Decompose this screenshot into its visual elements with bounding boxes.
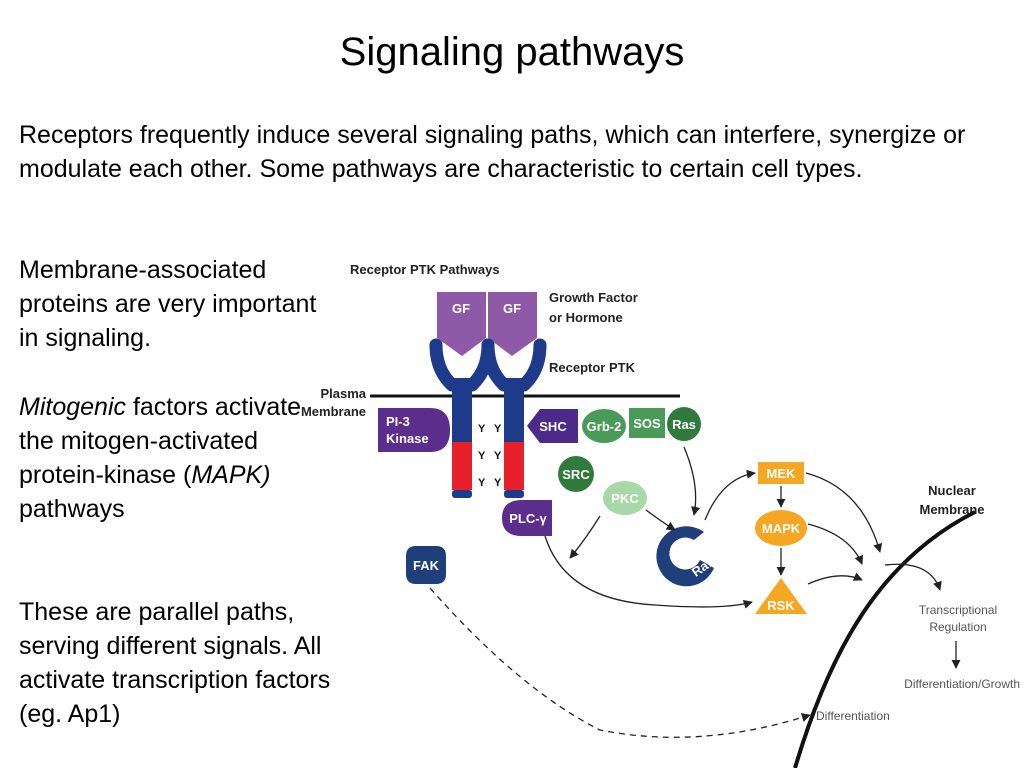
transcriptional-label: Transcriptional [919,603,997,617]
shc-icon: SHC [527,409,578,443]
svg-text:SHC: SHC [539,419,567,434]
intro-paragraph: Receptors frequently induce several sign… [19,121,966,183]
hormone-label: or Hormone [549,310,623,325]
plc-gamma-icon: PLC-γ [502,500,552,536]
nuclear-membrane-label: Membrane [919,502,984,517]
svg-text:MAPK: MAPK [762,521,801,536]
ras-icon: Ras [667,407,701,441]
mitogenic-text-1: factors activate the mitogen-activated p… [19,393,302,489]
svg-text:GF: GF [452,301,470,316]
membrane-label: Membrane [301,404,366,419]
mapk-term: MAPK) [191,461,271,489]
pkc-icon: PKC [603,481,647,515]
fak-dashed-arrow [429,587,811,738]
svg-text:Kinase: Kinase [386,431,429,446]
mapk-icon: MAPK [755,510,807,546]
pathway-arrows [544,446,961,669]
svg-text:GF: GF [503,301,521,316]
receptor-ptk-label: Receptor PTK [549,360,636,375]
svg-text:RSK: RSK [767,598,795,613]
tyrosine-label: Y [494,450,502,462]
diagram-heading: Receptor PTK Pathways [350,262,500,277]
plasma-label: Plasma [320,386,366,401]
growth-factor-right-icon: GF [488,292,537,356]
svg-text:PKC: PKC [611,491,639,506]
differentiation-growth-label: Differentiation/Growth [904,677,1020,691]
grb2-icon: Grb-2 [582,409,626,443]
tyrosine-label: Y [494,477,502,489]
regulation-label: Regulation [929,620,986,634]
svg-text:MEK: MEK [767,466,797,481]
growth-factor-label: Growth Factor [549,290,638,305]
tyrosine-label: Y [494,423,502,435]
sos-icon: SOS [629,408,665,438]
fak-icon: FAK [406,546,446,584]
mitogenic-paragraph: Mitogenic factors activate the mitogen-a… [19,390,339,526]
mitogenic-term: Mitogenic [19,393,126,421]
svg-text:Grb-2: Grb-2 [587,419,622,434]
parallel-paragraph: These are parallel paths, serving differ… [19,598,331,728]
svg-text:SRC: SRC [562,467,590,482]
tyrosine-label: Y [478,450,486,462]
membrane-paragraph: Membrane-associated proteins are very im… [19,256,317,352]
raf-icon: Raf [656,526,715,587]
svg-text:Ras: Ras [672,417,696,432]
page-title: Signaling pathways [339,30,685,74]
receptor-ptk-right-icon [481,338,547,498]
nuclear-label: Nuclear [928,483,976,498]
svg-text:PI-3: PI-3 [386,414,410,429]
tyrosine-label: Y [478,423,486,435]
svg-text:SOS: SOS [633,416,661,431]
mitogenic-text-2: pathways [19,495,125,523]
differentiation-label: Differentiation [816,709,890,723]
tyrosine-label: Y [478,477,486,489]
svg-text:FAK: FAK [413,558,440,573]
growth-factor-left-icon: GF [437,292,486,356]
pi3-kinase-icon: PI-3 Kinase [378,408,450,452]
svg-text:PLC-γ: PLC-γ [509,511,547,526]
rsk-icon: RSK [755,578,807,614]
src-icon: SRC [558,456,594,492]
mek-icon: MEK [758,462,804,484]
nuclear-membrane-curve [793,510,976,768]
